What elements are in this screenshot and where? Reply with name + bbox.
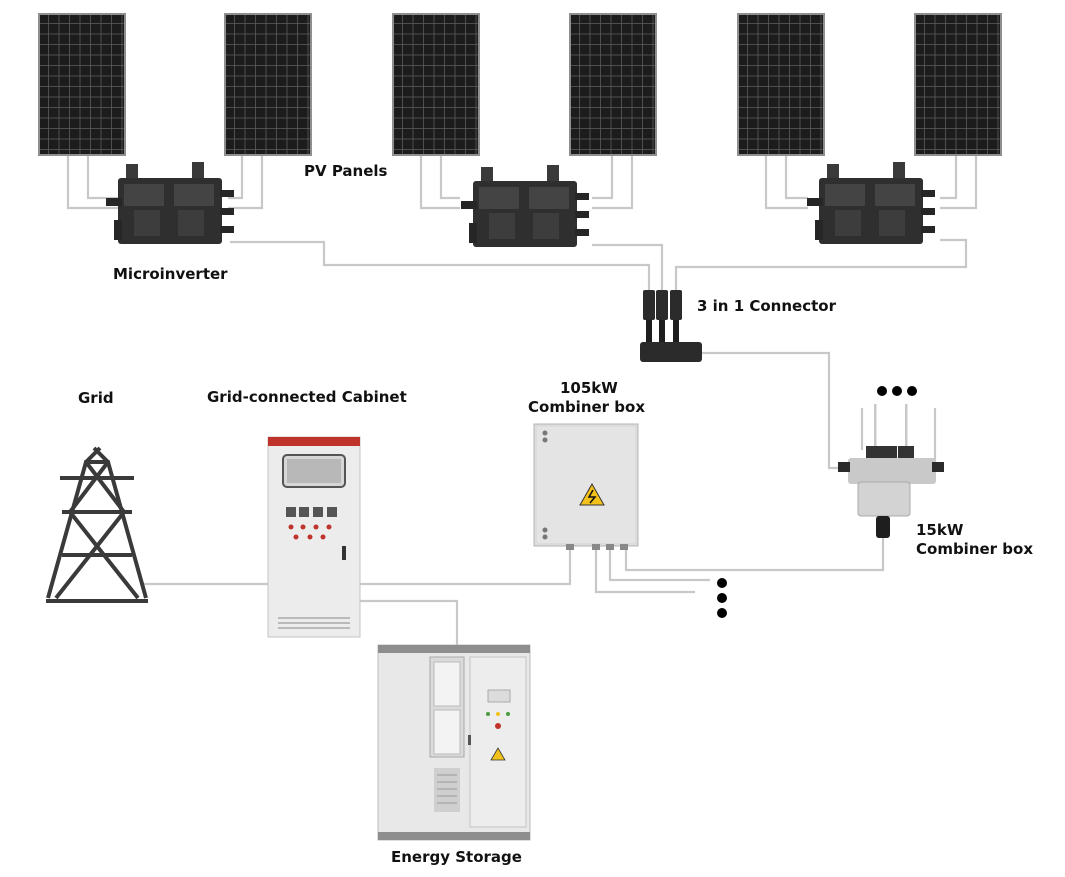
cabinet-icon: [267, 436, 361, 638]
combiner-box-icon: [838, 404, 944, 538]
grid-label: Grid: [78, 389, 114, 407]
ellipsis-icon: [717, 386, 917, 618]
combiner-105-label-line2: Combiner box: [528, 398, 646, 416]
battery-cabinet-icon: [377, 644, 531, 841]
combiner-15-label-line1: 15kW: [916, 521, 964, 539]
wiring: [66, 155, 978, 650]
transmission-tower-icon: [46, 446, 148, 603]
combiner-box-icon: [533, 423, 639, 550]
grid-cabinet-label: Grid-connected Cabinet: [207, 388, 407, 406]
microinverter-icon: [106, 162, 935, 247]
combiner-105-label-line1: 105kW: [560, 379, 618, 397]
warning-icon: [490, 747, 506, 761]
energy-storage-label: Energy Storage: [391, 848, 522, 866]
pv-panels-label: PV Panels: [304, 162, 388, 180]
microinverter-label: Microinverter: [113, 265, 228, 283]
connector-icon: [640, 290, 702, 362]
combiner-15-label-line2: Combiner box: [916, 540, 1034, 558]
connector-label: 3 in 1 Connector: [697, 297, 836, 315]
warning-icon: [579, 482, 605, 506]
pv-panel-icon: [38, 13, 1002, 156]
